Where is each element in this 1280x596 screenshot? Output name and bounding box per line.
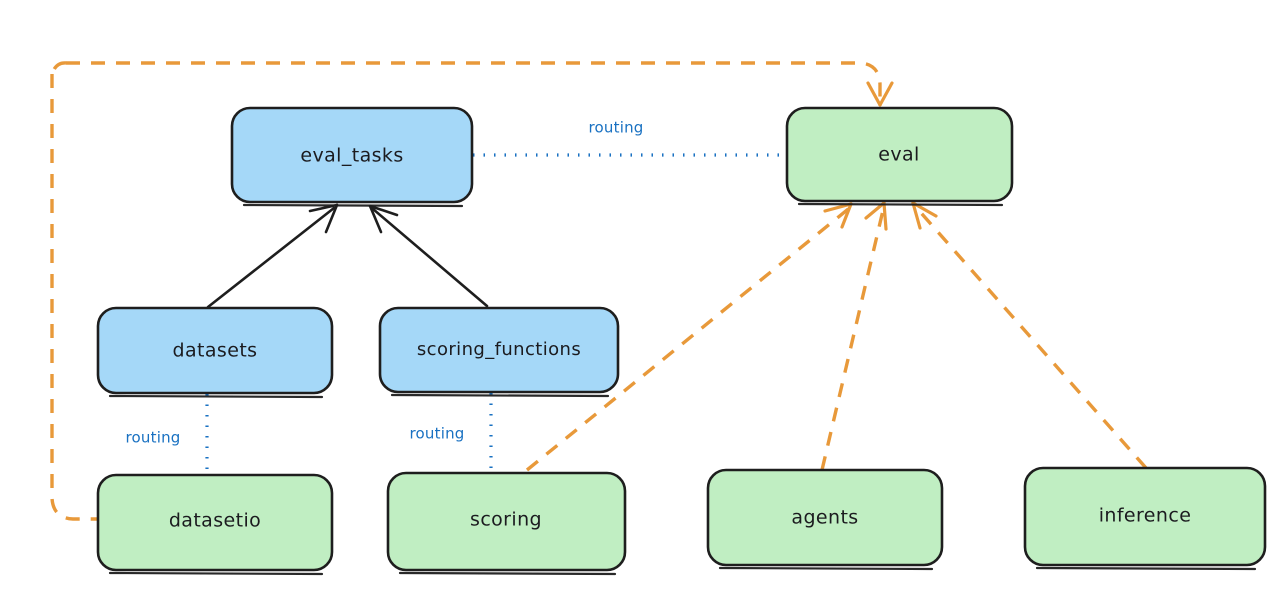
- node-scoring-functions-shape[interactable]: [378, 306, 620, 394]
- node-datasetio[interactable]: datasetio: [96, 473, 334, 576]
- node-agents-shape[interactable]: [706, 468, 944, 567]
- node-scoring-label: scoring: [470, 509, 542, 531]
- node-datasetio-label: datasetio: [169, 510, 261, 532]
- edge-datasets-evaltasks: [206, 203, 339, 309]
- edge-label-routing-datasets: routing: [126, 429, 181, 447]
- node-datasets-label: datasets: [173, 340, 258, 362]
- node-scoring-functions[interactable]: scoring_functions: [378, 306, 620, 398]
- edge-eval-datasetio: [50, 61, 894, 521]
- node-datasets-shape[interactable]: [96, 306, 334, 395]
- node-eval-tasks-label: eval_tasks: [300, 145, 403, 167]
- node-agents[interactable]: agents: [706, 468, 944, 571]
- node-scoring[interactable]: scoring: [386, 471, 627, 576]
- edge-label-routing-eval-tasks: routing: [589, 119, 644, 137]
- node-inference-label: inference: [1099, 505, 1192, 527]
- node-eval-tasks[interactable]: eval_tasks: [230, 106, 474, 208]
- node-scoring-shape[interactable]: [386, 471, 627, 572]
- edge-label-routing-scoring-functions: routing: [410, 425, 465, 443]
- node-datasetio-shape[interactable]: [96, 473, 334, 572]
- node-inference[interactable]: inference: [1023, 466, 1267, 571]
- node-eval-tasks-shape[interactable]: [230, 106, 474, 204]
- edge-inference-eval: [911, 201, 1148, 470]
- node-eval[interactable]: eval: [785, 106, 1014, 207]
- edge-scoringfunctions-evaltasks: [368, 204, 489, 308]
- node-inference-shape[interactable]: [1023, 466, 1267, 567]
- node-datasets[interactable]: datasets: [96, 306, 334, 399]
- node-agents-label: agents: [791, 507, 858, 529]
- node-eval-label: eval: [878, 144, 919, 166]
- node-scoring-functions-label: scoring_functions: [417, 339, 581, 360]
- edge-agents-eval: [820, 201, 888, 471]
- node-eval-shape[interactable]: [785, 106, 1014, 203]
